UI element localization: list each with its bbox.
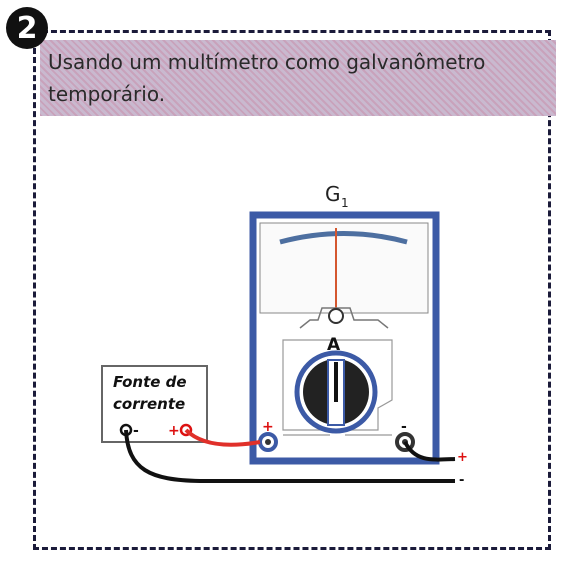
meter-subscript: 1 [341,196,349,210]
meter-label: G [325,182,341,206]
zero-adjust-screw [328,308,344,324]
meter-display [259,222,429,314]
function-label: A [327,335,341,355]
meter-plus-sign: + [262,419,274,435]
black-test-lead [124,429,455,483]
lead-minus-sign: - [459,473,464,488]
multimeter: A + - [249,211,440,465]
figure-title: Usando um multímetro como galvanômetro t… [48,50,486,106]
source-plus-sign: + [168,423,180,439]
figure-number-badge: 2 [6,7,48,49]
lead-plus-sign: + [457,450,468,465]
source-label-line2: corrente [113,395,185,413]
selector-panel [282,339,393,431]
meter-negative-lead [403,440,456,462]
meter-minus-sign: - [401,419,407,435]
title-banner [40,40,556,116]
current-source: Fonte de corrente - + [101,365,208,443]
selector-pointer-mark [334,362,338,402]
source-minus-sign: - [133,423,139,439]
red-test-lead [184,428,261,447]
dashed-border [33,30,551,550]
source-label-line1: Fonte de [113,373,187,391]
meter-scale-arc [279,231,408,245]
positive-terminal-hole [265,439,271,445]
